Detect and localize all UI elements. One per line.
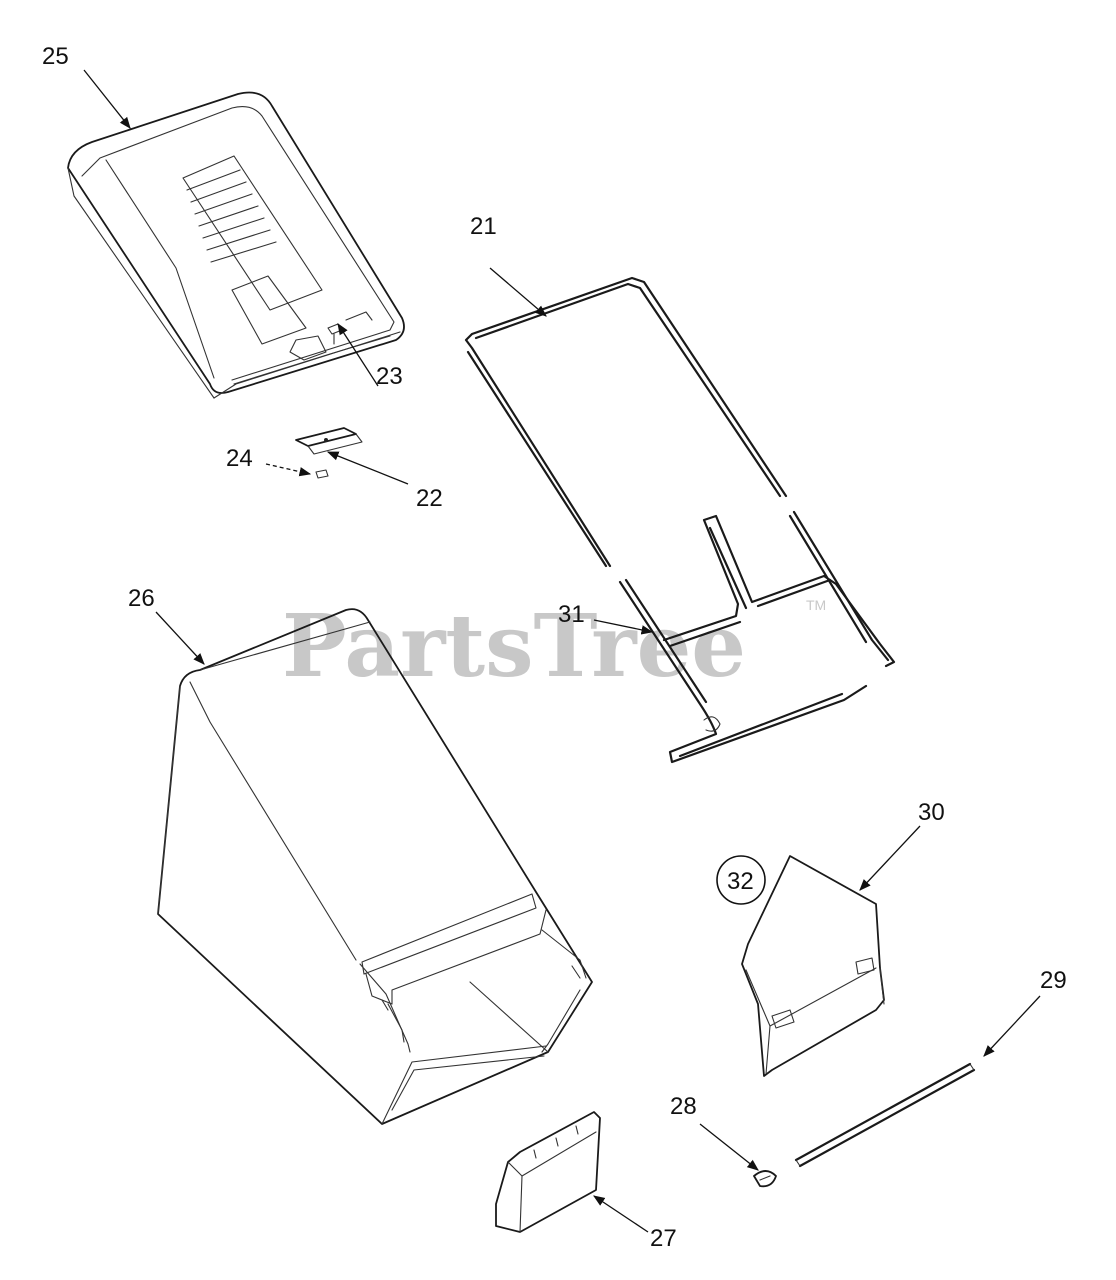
watermark-brand: PartsTree [282,596,746,697]
part-27-flap [495,1111,601,1233]
leader-24 [265,463,312,477]
callout-labels: 25 21 23 24 22 26 31 30 32 29 28 27 [42,43,1067,1252]
callout-23: 23 [376,363,403,390]
leader-22 [326,451,409,485]
callout-29: 29 [1040,967,1067,994]
leader-21 [489,267,547,317]
leader-31 [593,619,654,635]
leader-27 [593,1195,649,1233]
part-22-latch-plate [295,427,363,455]
callout-28: 28 [670,1093,697,1120]
leader-26 [155,611,205,665]
part-30-door [741,855,885,1077]
callout-25: 25 [42,43,69,70]
part-28-clip [753,1170,777,1188]
part-29-rod [794,1062,976,1168]
part-24-screw [315,469,329,479]
part-25-bag-cover [67,91,405,399]
leader-25 [83,69,131,129]
callout-31: 31 [558,601,585,628]
leader-29 [983,995,1041,1057]
watermark-trademark: TM [806,597,826,613]
leader-30 [859,825,921,891]
callout-21: 21 [470,213,497,240]
callout-30: 30 [918,799,945,826]
callout-26: 26 [128,585,155,612]
callout-32: 32 [727,868,754,895]
leader-23 [337,323,379,387]
leader-lines [83,69,1041,1233]
part-21-upper-frame [464,276,788,568]
callout-27: 27 [650,1225,677,1252]
leader-28 [699,1123,759,1171]
callout-32-circle [716,855,766,905]
part-26-grass-bag [157,608,593,1125]
part-31-lower-frame [618,510,896,764]
callout-22: 22 [416,485,443,512]
callout-24: 24 [226,445,253,472]
